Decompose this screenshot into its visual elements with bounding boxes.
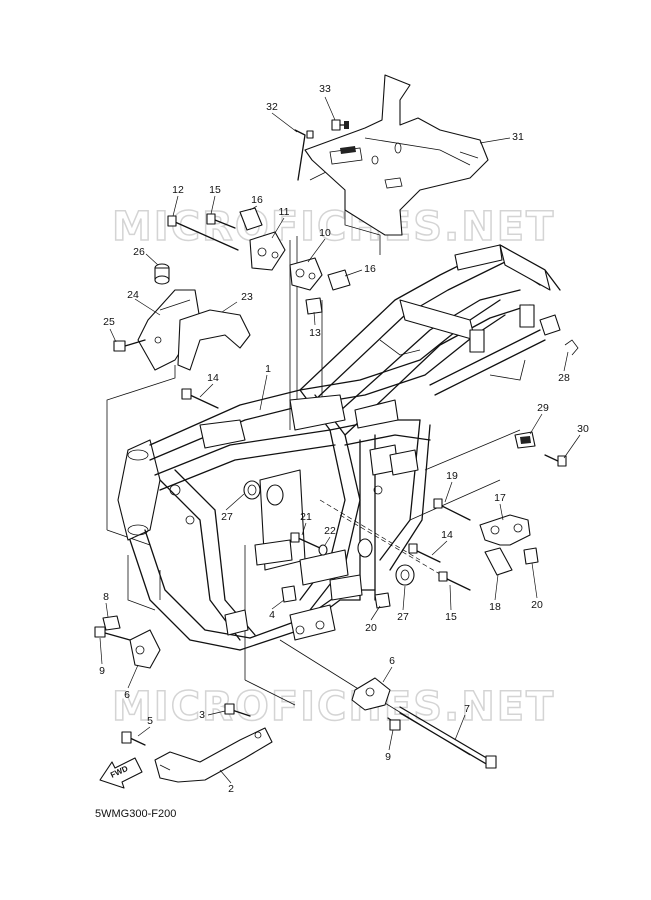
- callout-c22: 22: [324, 525, 336, 537]
- callout-c5: 5: [147, 715, 153, 727]
- bolt-21: [290, 532, 321, 549]
- nut-33: [331, 119, 349, 131]
- callout-c23: 23: [241, 291, 253, 303]
- callout-c7: 7: [464, 703, 470, 715]
- callout-c16b: 16: [364, 263, 376, 275]
- callout-labels: 1234566789910111213141415151616171819202…: [99, 83, 589, 795]
- collar-16-lower: [327, 269, 351, 291]
- callout-c15a: 15: [209, 184, 221, 196]
- callout-c3: 3: [199, 709, 205, 721]
- callout-c2: 2: [228, 783, 234, 795]
- assembly-guide-lines: [106, 159, 521, 756]
- callout-c1: 1: [265, 363, 271, 375]
- callout-c33: 33: [319, 83, 331, 95]
- callout-c18: 18: [489, 601, 501, 613]
- callout-c8: 8: [103, 591, 109, 603]
- bolt-9-right: [387, 717, 401, 731]
- bolt-14-upper: [181, 388, 219, 409]
- bolt-5: [121, 731, 146, 746]
- bolt-3: [224, 703, 251, 717]
- callout-c14a: 14: [207, 372, 219, 384]
- damper-27-left: [243, 480, 261, 500]
- down-tube-2: [154, 727, 273, 783]
- diagram-code: 5WMG300-F200: [95, 808, 177, 820]
- callout-c27b: 27: [397, 611, 409, 623]
- main-frame-1: [117, 244, 561, 651]
- bracket-31: [304, 74, 489, 236]
- bolt-25: [113, 339, 146, 352]
- callout-c11: 11: [279, 206, 290, 218]
- nut-4: [281, 585, 297, 603]
- bolt-9-left: [94, 626, 131, 641]
- collar-26: [154, 263, 170, 285]
- damper-27-right: [395, 564, 415, 586]
- engine-bracket-17: [479, 514, 531, 546]
- nut-20-center: [374, 592, 391, 609]
- callout-c6a: 6: [124, 689, 130, 701]
- bracket-23: [177, 309, 251, 371]
- callout-c27a: 27: [221, 511, 233, 523]
- nut-13: [305, 297, 323, 315]
- callout-c21: 21: [300, 511, 312, 523]
- callout-c17: 17: [494, 492, 506, 504]
- callout-c13: 13: [309, 327, 321, 339]
- callout-c14b: 14: [441, 529, 453, 541]
- collar-16-upper: [239, 207, 263, 231]
- callout-c30: 30: [577, 423, 589, 435]
- callout-c20b: 20: [365, 622, 377, 634]
- callout-c4: 4: [269, 609, 275, 621]
- bolt-30: [544, 454, 567, 467]
- bolt-32: [294, 129, 314, 181]
- bracket-6-left: [129, 629, 161, 669]
- bolt-19: [433, 498, 471, 521]
- callout-c29: 29: [537, 402, 549, 414]
- bolt-7: [399, 706, 497, 769]
- callout-c20a: 20: [531, 599, 543, 611]
- callout-c19: 19: [446, 470, 458, 482]
- callout-c25: 25: [103, 316, 115, 328]
- callout-c10: 10: [319, 227, 331, 239]
- bolt-12: [167, 215, 239, 251]
- callout-c12: 12: [172, 184, 184, 196]
- callout-c6b: 6: [389, 655, 395, 667]
- bracket-29: [514, 431, 536, 449]
- watermark-bottom: MICROFICHES.NET: [112, 684, 555, 730]
- clip-28: [564, 339, 579, 356]
- callout-c9b: 9: [385, 751, 391, 763]
- callout-c24: 24: [127, 289, 139, 301]
- fwd-arrow-icon: FWD: [99, 757, 143, 789]
- leader-lines: [99, 96, 581, 784]
- bracket-10: [289, 257, 323, 291]
- callout-c9a: 9: [99, 665, 105, 677]
- bolt-15-right: [438, 571, 471, 591]
- callout-c15b: 15: [445, 611, 457, 623]
- bolt-14-right: [408, 543, 441, 563]
- callout-c31: 31: [512, 131, 524, 143]
- callout-c32: 32: [266, 101, 278, 113]
- washer-22: [318, 544, 328, 556]
- callout-c28: 28: [558, 372, 570, 384]
- bracket-6-right: [351, 677, 391, 711]
- callout-c16a: 16: [251, 194, 263, 206]
- bracket-11: [249, 231, 286, 271]
- nut-8: [102, 615, 121, 631]
- callout-c26: 26: [133, 246, 145, 258]
- nut-20-right: [523, 547, 539, 565]
- collar-18: [484, 547, 513, 576]
- watermark-top: MICROFICHES.NET: [112, 204, 555, 250]
